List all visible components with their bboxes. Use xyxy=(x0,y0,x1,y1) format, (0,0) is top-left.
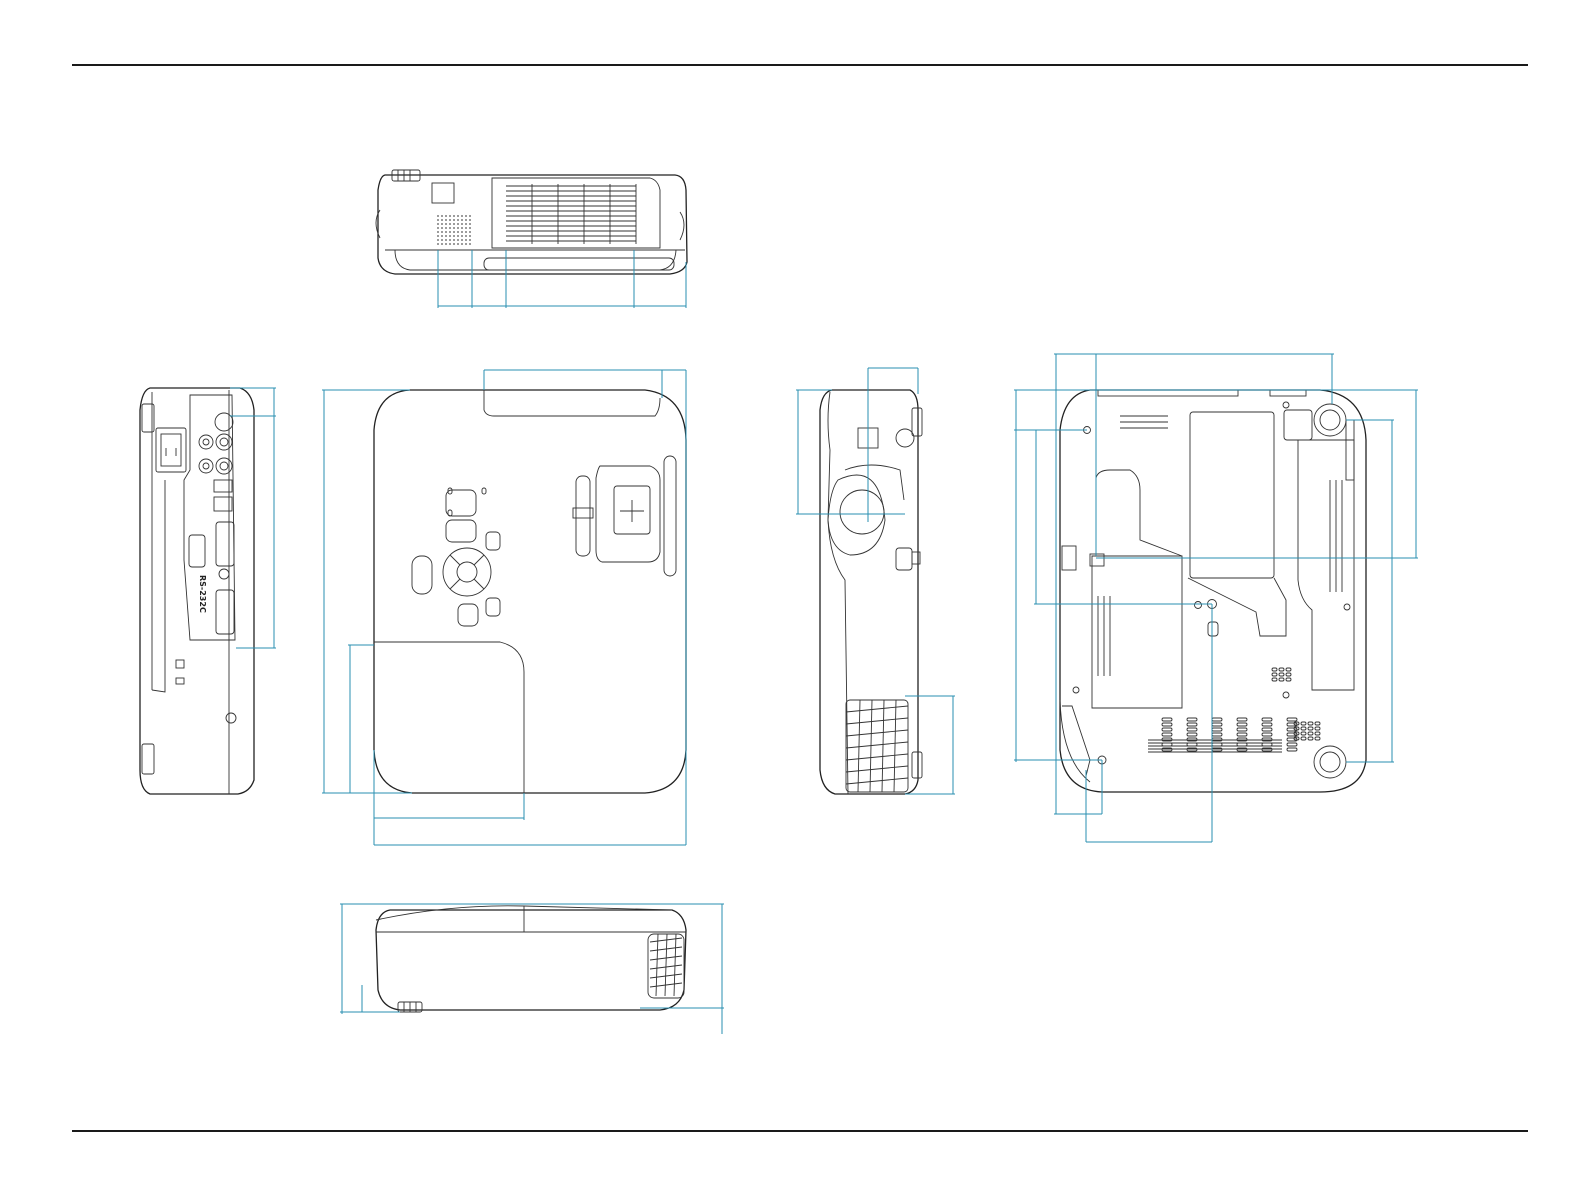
rs232c-label: RS-232C xyxy=(198,575,207,613)
bottom-vent-slits xyxy=(1098,416,1342,752)
side-vent-grille xyxy=(846,700,908,792)
top-view xyxy=(376,170,687,308)
speaker-grille xyxy=(437,215,471,245)
vent-grille xyxy=(506,184,636,244)
rear-view xyxy=(340,904,724,1034)
bottom-view xyxy=(1014,354,1418,842)
left-side-view: RS-232C xyxy=(140,388,276,794)
rear-vent-grille xyxy=(648,934,684,998)
right-side-view xyxy=(796,368,955,794)
front-view xyxy=(322,370,686,845)
